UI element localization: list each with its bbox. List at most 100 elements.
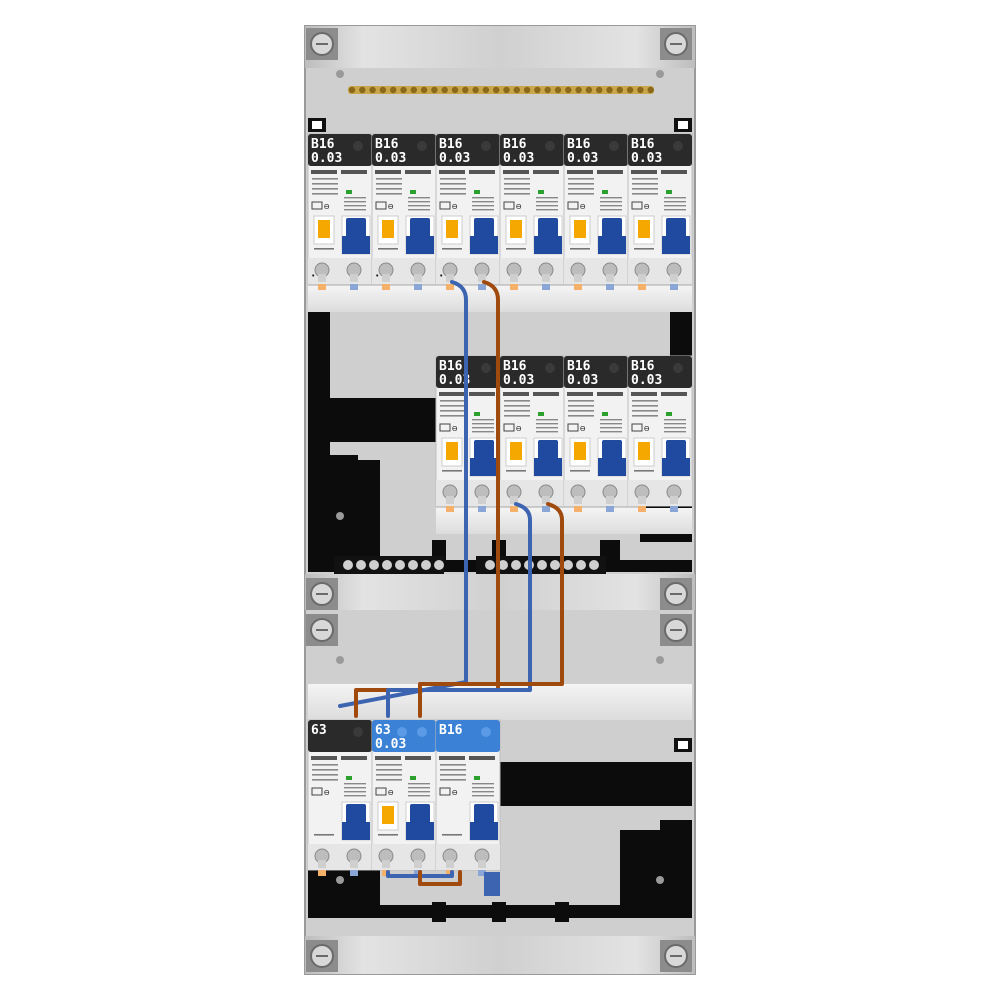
brand-logo-icon [375, 170, 401, 174]
brand-logo-icon [439, 756, 465, 760]
rating-label: B16 [375, 137, 399, 152]
rcd-device[interactable]: 630.03ϴ [371, 719, 437, 876]
brand-logo-icon [597, 392, 623, 396]
ce-mark-icon: ϴ [644, 426, 650, 433]
status-led-icon [538, 412, 544, 416]
rating-label: B16 [631, 137, 655, 152]
fixing-screw-icon [660, 28, 692, 60]
brand-logo-icon [533, 392, 559, 396]
busbar-screw-icon [575, 86, 582, 94]
neutral-marker-icon: • [376, 273, 379, 280]
neutral-marker-icon: • [312, 273, 315, 280]
status-led-icon [538, 190, 544, 194]
terminal-block [334, 556, 606, 574]
brand-logo-icon [311, 756, 337, 760]
toggle-handle[interactable] [474, 218, 494, 238]
ce-mark-icon: ϴ [452, 790, 458, 797]
brand-logo-icon [469, 392, 495, 396]
toggle-handle[interactable] [666, 218, 686, 238]
sensitivity-label: 0.03 [503, 151, 534, 166]
ce-mark-icon: ϴ [580, 204, 586, 211]
test-button[interactable] [446, 220, 458, 238]
busbar-screw-icon [626, 86, 634, 94]
busbar-screw-icon [472, 86, 479, 94]
busbar-screw-icon [637, 86, 644, 94]
brand-logo-icon [405, 170, 431, 174]
test-button[interactable] [574, 442, 586, 460]
terminal-screw-icon [382, 560, 392, 570]
test-button[interactable] [382, 806, 394, 824]
test-button[interactable] [638, 442, 650, 460]
toggle-handle[interactable] [666, 440, 686, 460]
toggle-handle[interactable] [602, 440, 622, 460]
test-button[interactable] [446, 442, 458, 460]
terminal-screw-icon [369, 560, 379, 570]
status-led-icon [666, 190, 672, 194]
busbar-screw-icon [523, 86, 531, 94]
brand-logo-icon [469, 170, 495, 174]
busbar-screw-icon [420, 86, 428, 94]
sensitivity-label: 0.03 [439, 373, 470, 388]
busbar-screw-icon [431, 86, 438, 94]
interconnect-wires [338, 280, 564, 896]
test-button[interactable] [638, 220, 650, 238]
brand-logo-icon [503, 392, 529, 396]
toggle-handle[interactable] [346, 804, 366, 824]
ce-mark-icon: ϴ [516, 426, 522, 433]
fixing-screw-icon [306, 578, 338, 610]
status-led-icon [602, 190, 608, 194]
busbar-screw-icon [462, 86, 469, 94]
brand-logo-icon [341, 756, 367, 760]
busbar-screw-icon [410, 86, 417, 94]
toggle-handle[interactable] [602, 218, 622, 238]
brand-logo-icon [567, 170, 593, 174]
busbar-screw-icon [585, 86, 593, 94]
rating-label: 63 [311, 723, 327, 738]
busbar-screw-icon [503, 86, 510, 94]
busbar-screw-icon [606, 86, 613, 94]
test-button[interactable] [318, 220, 330, 238]
sensitivity-label: 0.03 [567, 373, 598, 388]
toggle-handle[interactable] [410, 218, 430, 238]
status-led-icon [666, 412, 672, 416]
toggle-handle[interactable] [538, 440, 558, 460]
brand-logo-icon [405, 756, 431, 760]
main-switch[interactable]: 63ϴ [307, 719, 373, 876]
toggle-handle[interactable] [538, 218, 558, 238]
busbar-screw-icon [369, 86, 376, 94]
toggle-handle[interactable] [410, 804, 430, 824]
ce-mark-icon: ϴ [516, 204, 522, 211]
toggle-handle[interactable] [474, 804, 494, 824]
wire [354, 280, 500, 718]
test-button[interactable] [510, 220, 522, 238]
toggle-handle[interactable] [474, 440, 494, 460]
brand-logo-icon [375, 756, 401, 760]
wire [338, 280, 468, 708]
test-button[interactable] [510, 442, 522, 460]
test-button[interactable] [574, 220, 586, 238]
status-led-icon [410, 776, 416, 780]
sensitivity-label: 0.03 [631, 373, 662, 388]
test-button[interactable] [382, 220, 394, 238]
busbar-screw-icon [451, 86, 459, 94]
busbar-screw-icon [554, 86, 562, 94]
terminal-screw-icon [576, 560, 586, 570]
toggle-handle[interactable] [346, 218, 366, 238]
brand-logo-icon [567, 392, 593, 396]
fixing-screw-icon [660, 614, 692, 646]
fixing-screw-icon [660, 940, 692, 972]
rating-label: B16 [439, 723, 463, 738]
ce-mark-icon: ϴ [452, 426, 458, 433]
backplate-screws [336, 70, 664, 884]
terminal-screw-icon [498, 560, 508, 570]
